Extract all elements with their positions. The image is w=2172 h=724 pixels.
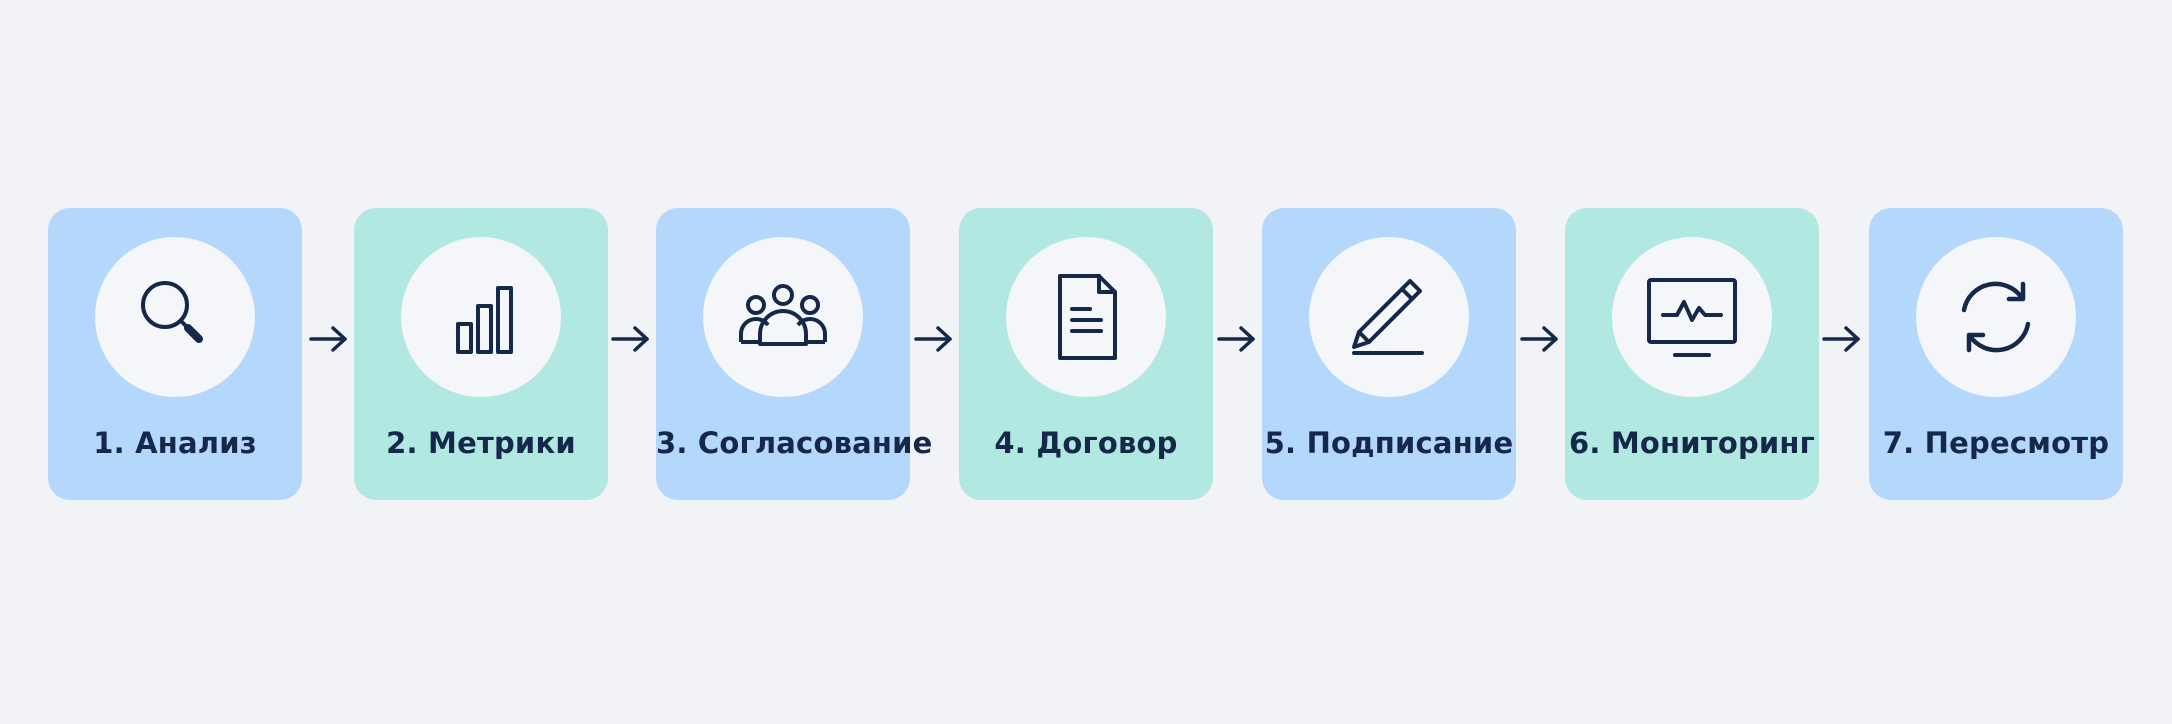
refresh-icon: [1961, 281, 2031, 353]
arrow-right-icon: [914, 326, 952, 352]
step-icon-circle: [1309, 237, 1469, 397]
step-icon-circle: [401, 237, 561, 397]
step-icon-circle: [1006, 237, 1166, 397]
step-metrics: 2. Метрики: [354, 208, 608, 500]
step-label: 4. Договор: [994, 426, 1178, 460]
step-label: 5. Подписание: [1264, 426, 1514, 460]
pen-icon: [1352, 279, 1424, 355]
step-label: 7. Пересмотр: [1882, 426, 2110, 460]
step-monitoring: 6. Мониторинг: [1565, 208, 1819, 500]
step-label: 2. Метрики: [386, 426, 576, 460]
magnifier-icon: [141, 281, 203, 343]
step-label: 1. Анализ: [93, 426, 257, 460]
arrow-right-icon: [309, 326, 347, 352]
step-contract: 4. Договор: [959, 208, 1213, 500]
step-agreement: 3. Согласование: [656, 208, 933, 500]
arrow-right-icon: [1520, 326, 1558, 352]
bar-chart-icon: [456, 286, 513, 354]
monitor-icon: [1647, 278, 1737, 357]
arrow-right-icon: [611, 326, 649, 352]
step-signing: 5. Подписание: [1262, 208, 1516, 500]
step-review: 7. Пересмотр: [1869, 208, 2123, 500]
arrow-right-icon: [1822, 326, 1860, 352]
step-label: 6. Мониторинг: [1568, 426, 1816, 460]
step-label: 3. Согласование: [656, 426, 933, 460]
people-group-icon: [739, 284, 827, 346]
step-icon-circle: [1612, 237, 1772, 397]
arrow-right-icon: [1217, 326, 1255, 352]
step-analysis: 1. Анализ: [48, 208, 302, 500]
step-icon-circle: [703, 237, 863, 397]
step-icon-circle: [1916, 237, 2076, 397]
step-icon-circle: [95, 237, 255, 397]
document-icon: [1058, 274, 1117, 360]
